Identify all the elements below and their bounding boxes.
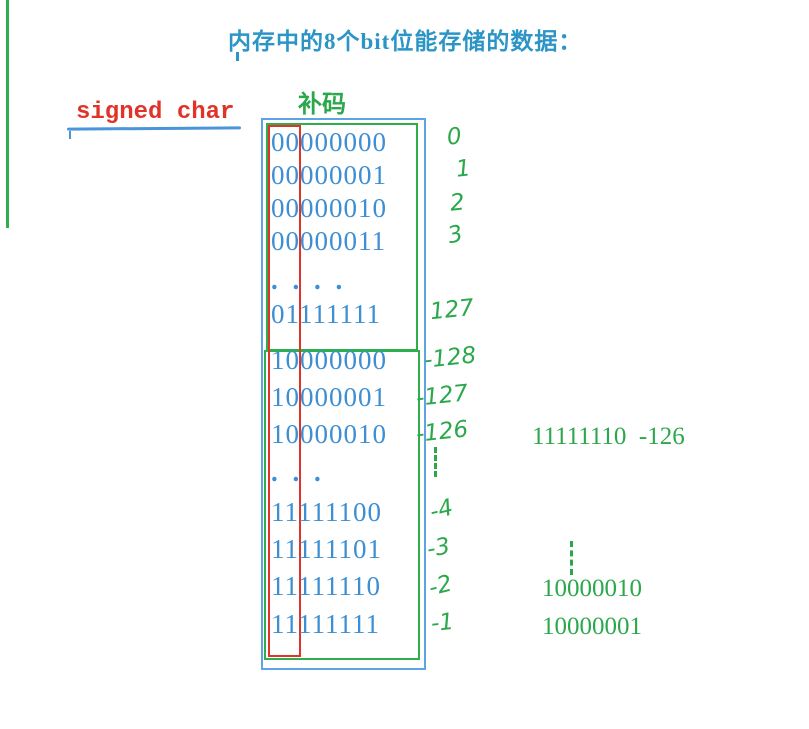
binary-row: 10000001 xyxy=(271,382,387,412)
sign-bit-box xyxy=(268,125,301,657)
dashed-line xyxy=(434,447,437,477)
binary-row: 11111110 xyxy=(271,571,381,601)
side-note-10000010: 10000010 xyxy=(542,575,642,602)
complement-label: 补码 xyxy=(298,92,346,118)
decimal-annotation: -126 xyxy=(414,416,470,448)
binary-row: 00000000 xyxy=(271,127,387,157)
binary-row: 00000011 xyxy=(271,226,386,256)
decimal-annotation: -128 xyxy=(422,342,478,374)
decimal-annotation: 0 xyxy=(445,123,463,151)
decimal-annotation: 1 xyxy=(454,155,472,183)
decimal-annotation: -127 xyxy=(414,380,470,412)
dashed-line xyxy=(570,541,573,575)
ellipsis-row: . . . xyxy=(271,457,325,487)
decimal-annotation: -3 xyxy=(424,533,453,563)
binary-row: 11111111 xyxy=(271,609,380,639)
side-note-minus126: 11111110 -126 xyxy=(532,423,685,450)
binary-row: 10000010 xyxy=(271,419,387,449)
binary-row: 00000010 xyxy=(271,193,387,223)
side-note-10000001: 10000001 xyxy=(542,613,642,640)
binary-row: 10000000 xyxy=(271,345,387,375)
binary-row: 11111100 xyxy=(271,497,382,527)
decimal-annotation: 127 xyxy=(428,294,476,326)
underline-stroke xyxy=(66,126,242,131)
ink-mark xyxy=(69,131,71,139)
signed-char-label: signed char xyxy=(76,99,235,126)
decimal-annotation: 3 xyxy=(445,220,466,250)
negative-group-box xyxy=(264,350,420,660)
decimal-annotation: -1 xyxy=(429,608,456,638)
binary-row: 00000001 xyxy=(271,160,387,190)
page-border-line xyxy=(6,0,9,228)
decimal-annotation: 2 xyxy=(448,189,466,217)
outer-blue-box xyxy=(261,118,426,670)
decimal-annotation: -4 xyxy=(427,494,456,526)
binary-row: 01111111 xyxy=(271,299,381,329)
binary-row: 11111101 xyxy=(271,534,382,564)
decimal-annotation: -2 xyxy=(426,570,455,602)
ellipsis-row: . . . . xyxy=(271,265,347,295)
ink-mark xyxy=(236,52,239,61)
page-title: 内存中的8个bit位能存储的数据： xyxy=(228,29,583,54)
